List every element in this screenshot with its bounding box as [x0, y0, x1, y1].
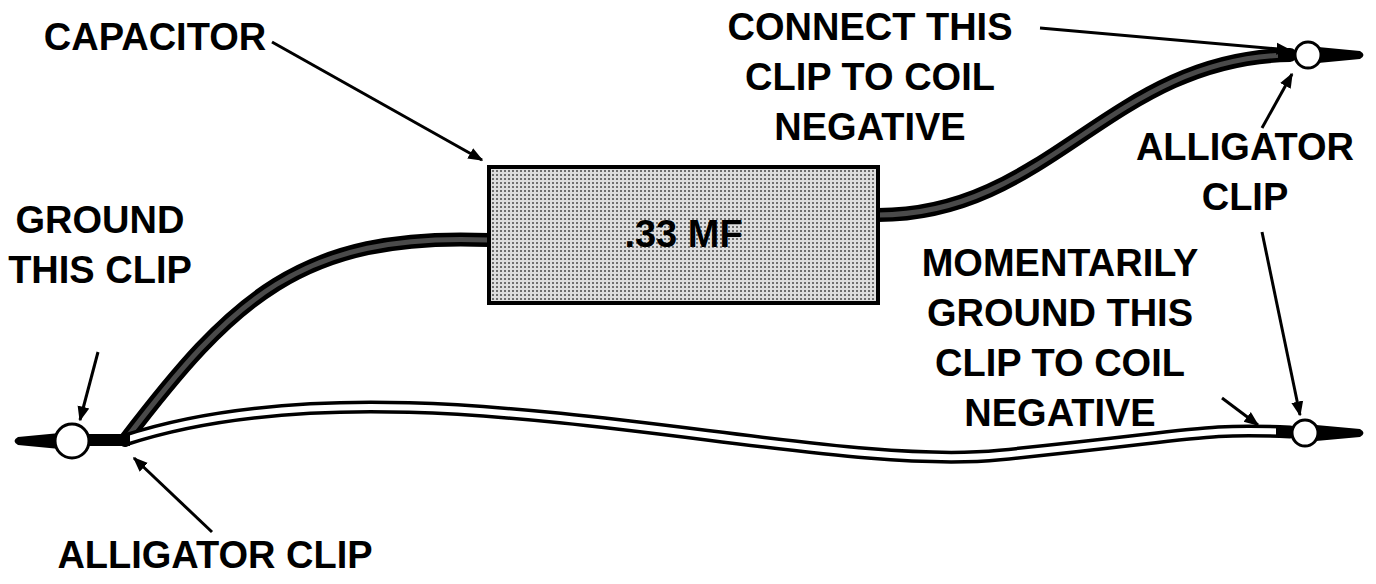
callout-label: MOMENTARILY GROUND THIS CLIP TO COIL NEG…	[890, 238, 1230, 439]
callout-label: CAPACITOR	[25, 12, 285, 62]
alligator-clip	[1278, 42, 1364, 68]
callout-label: ALLIGATOR CLIP	[1110, 122, 1376, 222]
capacitor-box: .33 MF	[487, 165, 880, 305]
alligator-clip	[15, 424, 131, 458]
alligator-clip	[1276, 420, 1364, 446]
wire	[125, 55, 1290, 457]
leader-line	[80, 28, 1300, 532]
callout-label: GROUND THIS CLIP	[0, 195, 200, 295]
callout-label: ALLIGATOR CLIP	[25, 530, 405, 580]
callout-label: CONNECT THIS CLIP TO COIL NEGATIVE	[690, 2, 1050, 152]
capacitor-value: .33 MF	[624, 212, 742, 258]
